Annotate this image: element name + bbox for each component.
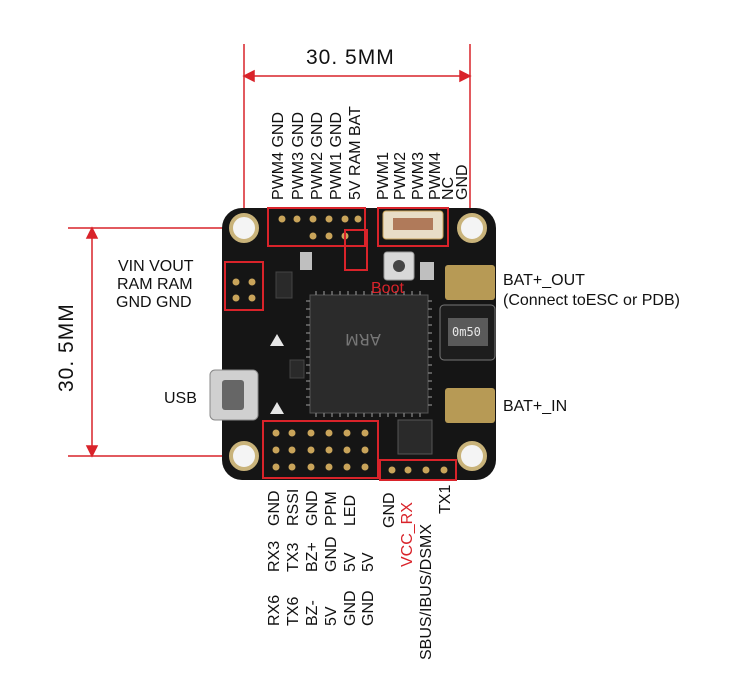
mount-hole-bl: [229, 441, 259, 471]
boot-label: Boot: [371, 280, 404, 297]
bottom-g1-4: PPM: [323, 491, 340, 526]
motor-label-pwm3: PWM3: [410, 152, 427, 200]
motor-header-box: [377, 207, 449, 247]
top-header-col-5: 5V RAM BAT: [347, 106, 364, 200]
bottom-g3-2: TX6: [285, 596, 302, 626]
bat-out-note: (Connect toESC or PDB): [503, 292, 680, 309]
left-header-row-3: GND GND: [116, 294, 192, 311]
motor-label-pwm2: PWM2: [392, 152, 409, 200]
rx-header-box: [379, 459, 457, 481]
usb-label: USB: [164, 390, 197, 407]
mount-hole-br: [457, 441, 487, 471]
left-header-row-2: RAM RAM: [117, 276, 193, 293]
motor-label-gnd: GND: [454, 164, 471, 200]
bottom-g2-4: GND: [323, 536, 340, 572]
shunt-marking: 0m50: [452, 325, 481, 339]
rx-label-gnd: GND: [381, 492, 398, 528]
bat-pad-box: [344, 229, 368, 271]
bottom-g2-6: 5V: [360, 552, 377, 572]
top-header-box: [267, 207, 366, 247]
width-dimension-label: 30. 5MM: [306, 46, 395, 69]
bottom-g2-2: TX3: [285, 542, 302, 572]
bottom-g3-1: RX6: [266, 594, 283, 626]
bat-out-label: BAT+_OUT: [503, 272, 585, 289]
bottom-g2-3: BZ+: [304, 542, 321, 572]
height-dimension-label: 30. 5MM: [55, 303, 78, 392]
mount-hole-tr: [457, 213, 487, 243]
height-dimension: [68, 226, 240, 458]
mcu-chip: [309, 294, 429, 414]
bottom-g1-3: GND: [304, 490, 321, 526]
mount-hole-tl: [229, 213, 259, 243]
rx-label-sbus: SBUS/IBUS/DSMX: [418, 523, 435, 660]
bat-in-label: BAT+_IN: [503, 398, 568, 415]
bottom-g1-1: GND: [266, 490, 283, 526]
bottom-g3-6: GND: [360, 590, 377, 626]
bat-in-pad: [445, 388, 495, 423]
top-header-col-2: PWM3 GND: [290, 112, 307, 200]
width-dimension: [242, 44, 472, 232]
left-header-row-1: VIN VOUT: [118, 258, 194, 275]
rx-label-vcc: VCC_RX: [399, 502, 416, 567]
bottom-header-box: [262, 420, 379, 479]
pcb-board: [209, 207, 496, 481]
bottom-g1-2: RSSI: [285, 488, 302, 526]
top-header-col-3: PWM2 GND: [309, 112, 326, 200]
rx-label-tx1: TX1: [437, 484, 454, 514]
left-header-box: [224, 261, 264, 311]
bottom-g2-1: RX3: [266, 540, 283, 572]
mcu-logo-text: ARM: [345, 330, 381, 349]
top-header-col-4: PWM1 GND: [328, 112, 345, 200]
bottom-g1-5: LED: [342, 494, 359, 526]
bottom-g3-3: BZ-: [304, 600, 321, 626]
bat-out-pad: [445, 265, 495, 300]
bottom-g2-5: 5V: [342, 552, 359, 572]
motor-label-pwm1: PWM1: [375, 152, 392, 200]
bottom-g3-4: 5V: [323, 606, 340, 626]
top-header-col-1: PWM4 GND: [270, 112, 287, 200]
bottom-g3-5: GND: [342, 590, 359, 626]
